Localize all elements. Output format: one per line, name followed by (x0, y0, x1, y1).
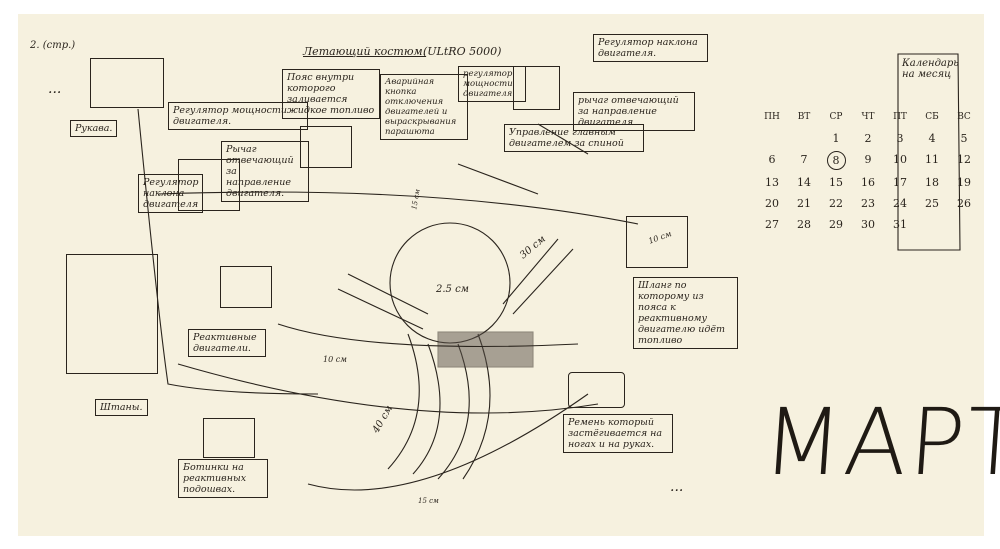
label-boots: Ботинки на реактивных подошвах. (178, 459, 268, 498)
boot-sketch (203, 418, 255, 458)
legs (387, 333, 491, 480)
calendar-day: 21 (797, 197, 811, 210)
calendar-day (916, 216, 948, 233)
calendar-day: 20 (765, 197, 779, 210)
label-emergency: Аварийная кнопка отключения двигателей и… (380, 74, 468, 140)
calendar-day (788, 130, 820, 147)
calendar-day: 29 (829, 218, 843, 231)
calendar-day: 8 (826, 151, 846, 170)
label-tilt-left: Регулятор наклона двигателя (138, 174, 203, 213)
pants-sketch (66, 254, 158, 374)
model-name: (ULtRO 5000) (423, 45, 502, 58)
dim-hand: 10 см (323, 355, 347, 364)
calendar-day: 14 (797, 176, 811, 189)
right-arm (502, 238, 574, 315)
weekend-frame (897, 53, 961, 251)
calendar-day: 30 (861, 218, 875, 231)
calendar-day: 5 (960, 132, 968, 145)
calendar-day: 19 (957, 176, 971, 189)
label-straps: Ремень который застёгивается на ногах и … (563, 414, 673, 453)
calendar-title: Календарь на месяц (902, 58, 959, 80)
page-label: 2. (стр.) (30, 40, 76, 51)
weekday-header: СР (829, 112, 843, 122)
calendar-day: 28 (797, 218, 811, 231)
helmet (389, 222, 511, 344)
calendar-day: 25 (925, 197, 939, 210)
calendar-day: 11 (925, 153, 939, 166)
label-pants: Штаны. (95, 399, 148, 416)
label-tilt-right: Регулятор наклона двигателя. (593, 34, 708, 62)
label-lever-right: рычаг отвечающий за направление двигател… (573, 92, 695, 131)
weekday-header: ВТ (797, 112, 811, 122)
sleeve-sketch (90, 58, 164, 108)
label-lever-left: Рычаг отвечающий за направление двигател… (221, 141, 309, 202)
tilt-sketch (178, 159, 240, 211)
calendar-day: 6 (768, 153, 776, 166)
sketch-paper: 2. (стр.) Летающий костюм. (ULtRO 5000) … (18, 14, 1000, 536)
label-hose: Шланг по которому из пояса к реактивному… (633, 277, 738, 349)
hose-sketch (626, 216, 688, 268)
calendar-day: 22 (829, 197, 843, 210)
label-main-engine: Управление главным двигателем за спиной (504, 124, 644, 152)
weekday-header: ЧТ (861, 112, 875, 122)
label-power-regulator-2: регулятор мощности двигателя (458, 66, 526, 102)
weekday-header: СБ (925, 112, 939, 122)
calendar-day: 4 (928, 132, 936, 145)
calendar-day: 13 (765, 176, 779, 189)
calendar-day (948, 216, 980, 233)
calendar-day: 9 (864, 153, 872, 166)
weekday-header: ВС (957, 112, 971, 122)
month-title: МАРТ (759, 389, 1000, 496)
calendar-day (756, 130, 788, 147)
calendar-day: 7 (800, 153, 808, 166)
calendar-day: 23 (861, 197, 875, 210)
calendar-day: 24 (893, 197, 907, 210)
connector-lines (137, 108, 639, 491)
calendar-day: 1 (832, 132, 840, 145)
calendar-day: 18 (925, 176, 939, 189)
back-control-sketch (513, 66, 560, 110)
dim-head: 2.5 см (436, 284, 469, 295)
calendar-day: 16 (861, 176, 875, 189)
calendar-day: 2 (864, 132, 872, 145)
label-sleeves: Рукава. (70, 120, 118, 137)
left-arm (337, 273, 429, 330)
ellipsis-left: ... (48, 81, 62, 97)
belt (437, 331, 534, 368)
calendar-day: 26 (957, 197, 971, 210)
calendar-day: 12 (957, 153, 971, 166)
flying-suit-drawing (137, 53, 961, 491)
calendar-day: 10 (893, 153, 907, 166)
label-jet-engines: Реактивные двигатели. (188, 329, 266, 357)
weekday-header: ПТ (893, 112, 907, 122)
label-power-regulator: Регулятор мощности двигателя. (168, 102, 308, 130)
strap-sketch (568, 372, 625, 408)
calendar-day: 31 (893, 218, 907, 231)
calendar-day: 17 (893, 176, 907, 189)
weekday-header: ПН (764, 112, 780, 122)
dim-foot: 15 см (418, 497, 439, 505)
calendar-day: 15 (829, 176, 843, 189)
belt-sketch (300, 126, 352, 168)
page-title: Летающий костюм. (303, 45, 427, 58)
calendar-day: 27 (765, 218, 779, 231)
label-belt: Пояс внутри которого заливается жидкое т… (282, 69, 380, 119)
ellipsis-right: ... (670, 479, 684, 495)
calendar-day: 3 (896, 132, 904, 145)
jet-engine-sketch (220, 266, 272, 308)
